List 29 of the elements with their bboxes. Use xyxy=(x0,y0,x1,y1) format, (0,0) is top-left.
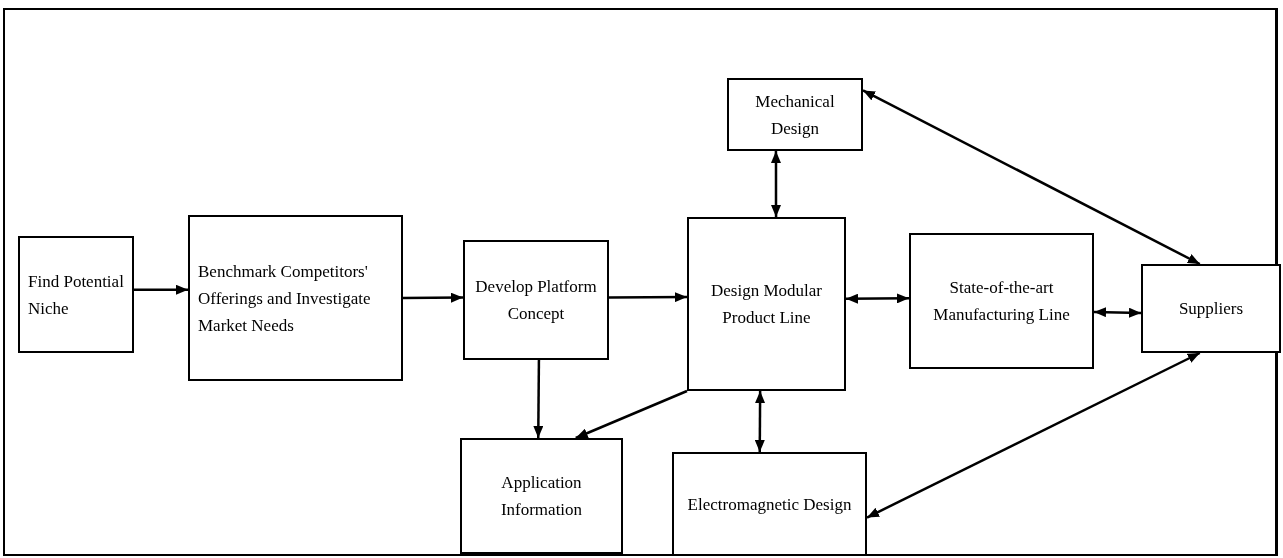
box-label: Application Information xyxy=(499,472,584,521)
process-box xyxy=(687,217,846,391)
process-box xyxy=(18,236,134,353)
arrow xyxy=(770,151,782,217)
process-box xyxy=(460,438,623,554)
arrow xyxy=(846,293,909,304)
box-label: Benchmark Competitors' Offerings and Investigate Market Needs xyxy=(198,260,372,337)
box-label: Mechanical Design xyxy=(754,90,836,140)
box-label: State-of-the-art Manufacturing Line xyxy=(932,277,1071,326)
arrow xyxy=(533,360,544,438)
process-box xyxy=(188,215,403,381)
arrow xyxy=(754,391,766,452)
box-label: Electromagnetic Design xyxy=(687,493,852,516)
arrow xyxy=(1093,307,1142,318)
arrow xyxy=(862,89,1201,266)
arrow xyxy=(575,389,688,440)
arrow xyxy=(403,292,463,303)
process-box xyxy=(463,240,609,360)
process-box xyxy=(727,78,863,151)
box-label: Find Potential Niche xyxy=(28,270,124,320)
arrow xyxy=(866,351,1201,519)
process-box xyxy=(1141,264,1281,353)
process-box xyxy=(909,233,1094,369)
box-label: Suppliers xyxy=(1178,298,1244,320)
box-label: Design Modular Product Line xyxy=(710,280,823,329)
box-label: Develop Platform Concept xyxy=(474,276,598,325)
arrow xyxy=(134,284,188,295)
process-box xyxy=(672,452,867,556)
arrow xyxy=(609,292,687,303)
